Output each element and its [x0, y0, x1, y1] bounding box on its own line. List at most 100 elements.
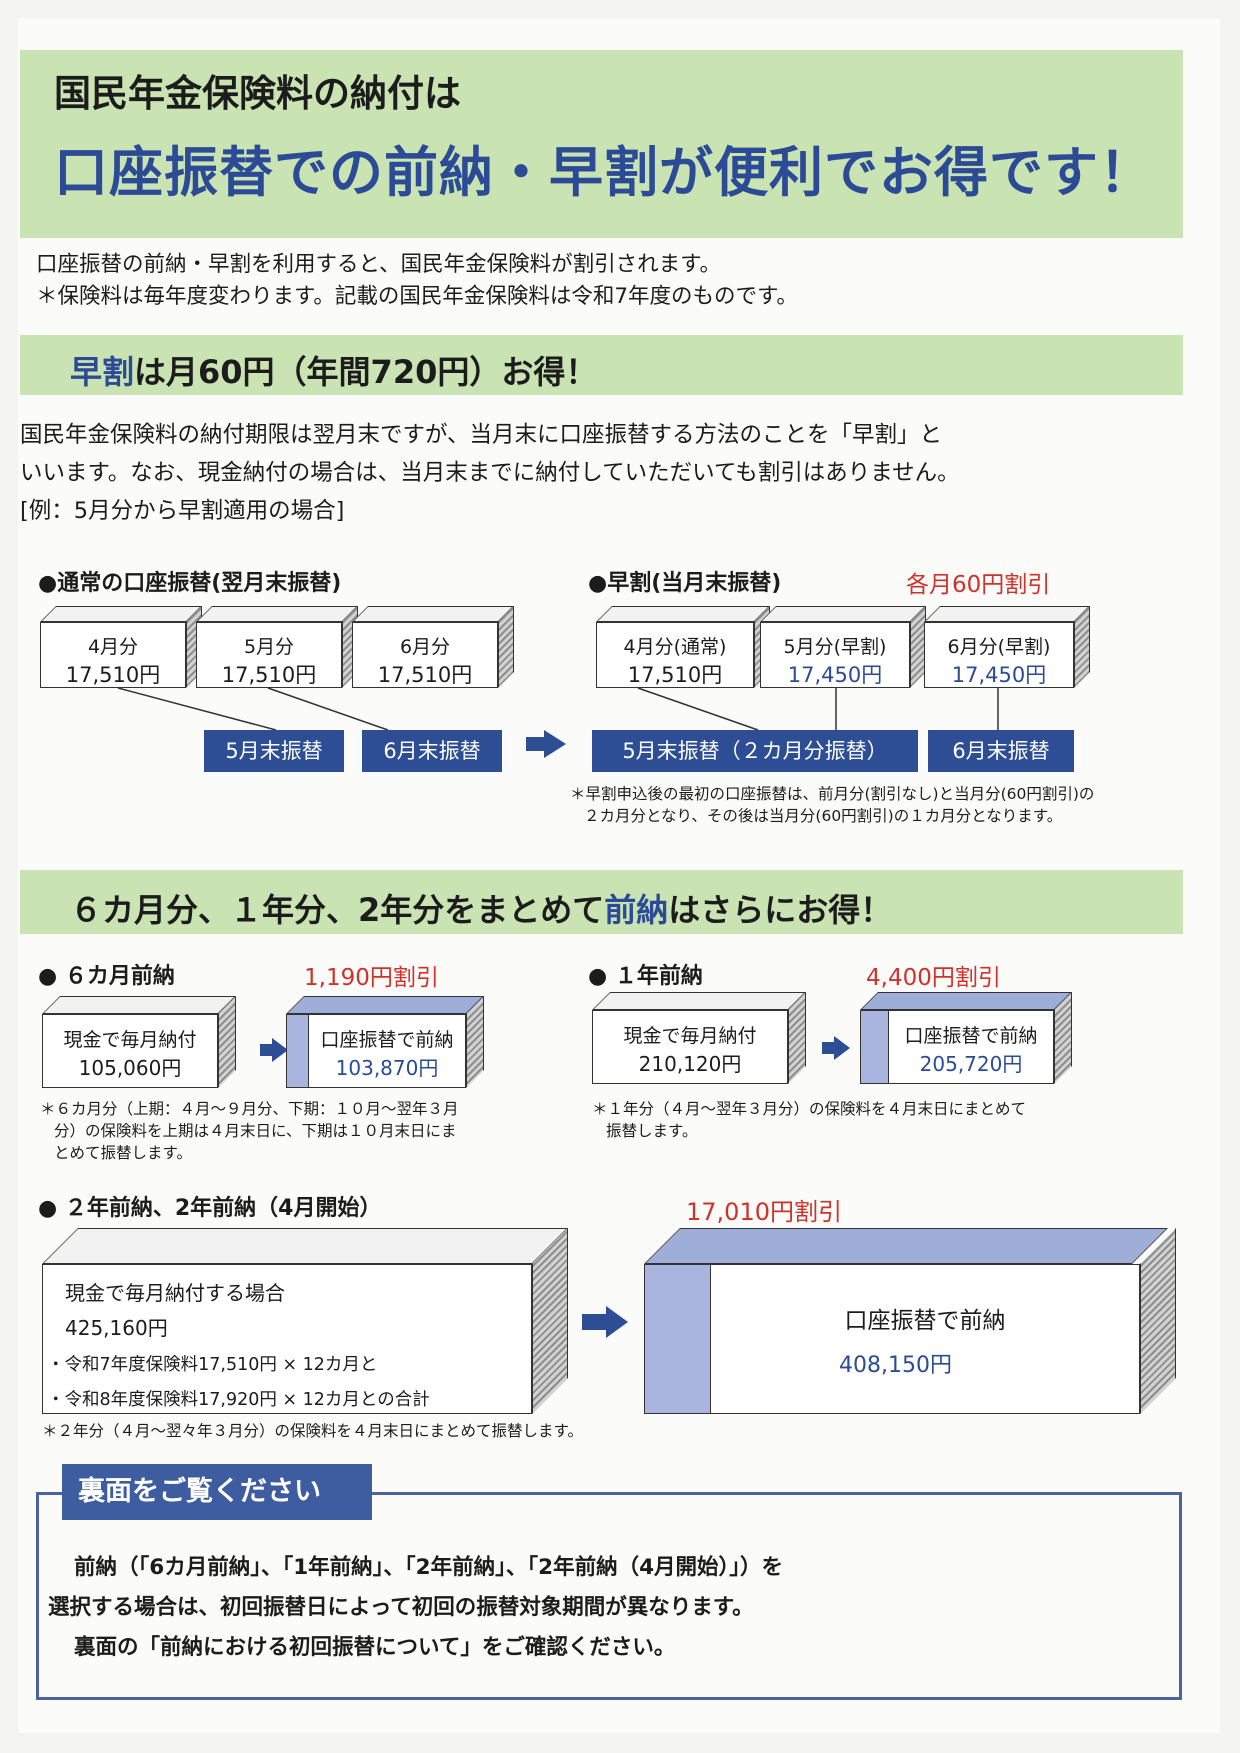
- hayawari-desc-line1: 国民年金保険料の納付期限は翌月末ですが、当月末に口座振替する方法のことを「早割」…: [20, 422, 943, 448]
- one-year-discount: 4,400円割引: [866, 965, 1001, 991]
- one-year-arrow-shaft: [822, 1042, 834, 1054]
- early-transfer-jun: 6月末振替: [928, 730, 1074, 772]
- two-year-arrow-shaft: [582, 1314, 606, 1330]
- normal-may-connector: [267, 687, 389, 731]
- early-apr-name: 4月分(通常): [623, 636, 727, 658]
- two-year-label: ● ２年前納、2年前納（4月開始）: [38, 1196, 382, 1221]
- six-month-transfer-box: 口座振替で前納 103,870円: [308, 1014, 466, 1088]
- six-month-cash-label: 現金で毎月納付: [63, 1029, 197, 1051]
- normal-jun-name: 6月分: [399, 636, 451, 658]
- early-apr-top: [596, 606, 770, 622]
- one-year-transfer-amount: 205,720円: [919, 1052, 1023, 1076]
- one-year-transfer-label: 口座振替で前納: [904, 1025, 1038, 1047]
- six-month-cash-top: [42, 996, 236, 1014]
- early-apr-connector: [637, 687, 759, 731]
- intro-line2: ＊保険料は毎年度変わります。記載の国民年金保険料は令和7年度のものです。: [36, 284, 798, 309]
- hayawari-heading-rest: は月60円（年間720円）お得！: [134, 353, 598, 391]
- normal-apr-name: 4月分: [87, 636, 139, 658]
- one-year-note-line2: 振替します。: [606, 1122, 698, 1140]
- hayawari-heading-bar: [20, 335, 1183, 395]
- normal-apr-amount: 17,510円: [65, 663, 161, 687]
- six-month-note-line2: 分）の保険料を上期は４月末日に、下期は１０月末日にま: [54, 1122, 457, 1140]
- back-notice-frame: [36, 1492, 1182, 1700]
- two-year-cash-side: [532, 1228, 568, 1414]
- two-year-discount: 17,010円割引: [686, 1198, 842, 1226]
- early-apr-amount: 17,510円: [627, 663, 723, 687]
- early-note-line1: ＊早割申込後の最初の口座振替は、前月分(割引なし)と当月分(60円割引)の: [570, 785, 1095, 803]
- back-notice-line1: 前納（「6カ月前納」、「1年前納」、「2年前納」、「2年前納（4月開始）」）を: [74, 1555, 784, 1580]
- hayawari-description: 国民年金保険料の納付期限は翌月末ですが、当月末に口座振替する方法のことを「早割」…: [20, 416, 960, 530]
- normal-may-name: 5月分: [243, 636, 295, 658]
- hayawari-heading: 早割は月60円（年間720円）お得！: [70, 347, 597, 393]
- hayawari-desc-line2: いいます。なお、現金納付の場合は、当月末までに納付していただいても割引はありませ…: [20, 460, 960, 486]
- one-year-transfer-box: 口座振替で前納 205,720円: [888, 1010, 1054, 1084]
- two-year-arrow-head: [606, 1306, 628, 1338]
- early-jun-name: 6月分(早割): [947, 636, 1051, 658]
- intro-text: 口座振替の前納・早割を利用すると、国民年金保険料が割引されます。 ＊保険料は毎年…: [36, 249, 798, 313]
- two-year-transfer-box: 口座振替で前納 408,150円: [710, 1264, 1140, 1414]
- intro-line1: 口座振替の前納・早割を利用すると、国民年金保険料が割引されます。: [36, 252, 721, 277]
- normal-jun-box: 6月分 17,510円: [352, 622, 498, 688]
- one-year-transfer-face: [860, 1010, 888, 1084]
- header-title-line2: 口座振替での前納・早割が便利でお得です！: [54, 141, 1154, 204]
- header-title-line1: 国民年金保険料の納付は: [54, 72, 461, 115]
- normal-transfer-jun: 6月末振替: [362, 730, 502, 772]
- six-month-label: ● ６カ月前納: [38, 964, 175, 989]
- back-notice-tab: 裏面をご覧ください: [62, 1464, 372, 1520]
- early-may-box: 5月分(早割) 17,450円: [760, 622, 910, 688]
- normal-may-box: 5月分 17,510円: [196, 622, 342, 688]
- back-notice-line2: 選択する場合は、初回振替日によって初回の振替対象期間が異なります。: [48, 1595, 754, 1620]
- one-year-cash-label: 現金で毎月納付: [623, 1025, 757, 1047]
- two-year-cash-box: 現金で毎月納付する場合 425,160円 ・令和7年度保険料17,510円 × …: [42, 1264, 532, 1414]
- one-year-transfer-top: [860, 992, 1072, 1010]
- two-year-transfer-label: 口座振替で前納: [844, 1308, 1006, 1334]
- six-month-arrow-shaft: [260, 1044, 272, 1056]
- zennou-heading-bar: [20, 870, 1183, 934]
- two-year-transfer-amount: 408,150円: [839, 1353, 952, 1378]
- two-year-cash-label: 現金で毎月納付する場合: [65, 1281, 285, 1305]
- two-year-breakdown1: ・令和7年度保険料17,510円 × 12カ月と: [47, 1355, 378, 1375]
- six-month-note-line1: ＊６カ月分（上期：４月～９月分、下期：１０月～翌年３月: [40, 1100, 459, 1118]
- early-transfer-label: ●早割(当月末振替): [588, 571, 782, 596]
- six-month-note-line3: とめて振替します。: [54, 1144, 192, 1162]
- normal-apr-connector: [117, 687, 277, 731]
- one-year-arrow-head: [834, 1036, 850, 1060]
- one-year-note: ＊１年分（４月～翌年３月分）の保険料を４月末日にまとめて 振替します。: [592, 1098, 1026, 1142]
- zennou-heading: ６カ月分、１年分、2年分をまとめて前納はさらにお得！: [70, 885, 892, 931]
- early-note-line2: ２カ月分となり、その後は当月分(60円割引)の１カ月分となります。: [584, 807, 1063, 825]
- early-jun-box: 6月分(早割) 17,450円: [924, 622, 1074, 688]
- two-year-transfer-face: [644, 1264, 710, 1414]
- zennou-heading-accent: 前納: [604, 891, 669, 929]
- six-month-transfer-top: [286, 996, 484, 1014]
- early-transfer-may: 5月末振替（２カ月分振替）: [592, 730, 918, 772]
- normal-transfer-may: 5月末振替: [204, 730, 344, 772]
- normal-apr-box: 4月分 17,510円: [40, 622, 186, 688]
- two-year-cash-amount: 425,160円: [65, 1316, 168, 1340]
- six-month-transfer-label: 口座振替で前納: [320, 1029, 454, 1051]
- one-year-note-line1: ＊１年分（４月～翌年３月分）の保険料を４月末日にまとめて: [592, 1100, 1027, 1118]
- six-month-cash-box: 現金で毎月納付 105,060円: [42, 1014, 218, 1088]
- hayawari-example: [例：5月分から早割適用の場合]: [20, 498, 345, 524]
- six-month-cash-amount: 105,060円: [78, 1056, 182, 1080]
- normal-may-amount: 17,510円: [221, 663, 317, 687]
- one-year-cash-amount: 210,120円: [638, 1052, 742, 1076]
- flyer-page: 国民年金保険料の納付は 口座振替での前納・早割が便利でお得です！ 口座振替の前納…: [18, 18, 1220, 1733]
- big-arrow-shaft: [526, 737, 544, 751]
- back-notice-line3: 裏面の「前納における初回振替について」をご確認ください。: [74, 1635, 676, 1660]
- back-notice-text: 前納（「6カ月前納」、「1年前納」、「2年前納」、「2年前納（4月開始）」）を …: [48, 1548, 783, 1668]
- normal-jun-amount: 17,510円: [377, 663, 473, 687]
- two-year-note: ＊２年分（４月～翌々年３月分）の保険料を４月末日にまとめて振替します。: [42, 1422, 583, 1440]
- two-year-cash-top: [42, 1228, 568, 1264]
- zennou-heading-pre: ６カ月分、１年分、2年分をまとめて: [70, 891, 605, 929]
- hayawari-heading-accent: 早割: [70, 353, 135, 391]
- six-month-transfer-face: [286, 1014, 308, 1088]
- one-year-label: ● １年前納: [588, 964, 703, 989]
- normal-transfer-label: ●通常の口座振替(翌月末振替): [38, 571, 342, 596]
- two-year-transfer-side: [1140, 1228, 1176, 1414]
- one-year-cash-box: 現金で毎月納付 210,120円: [592, 1010, 788, 1084]
- one-year-cash-top: [592, 992, 806, 1010]
- early-jun-amount: 17,450円: [951, 663, 1047, 687]
- diagram-connector-lines: [117, 687, 999, 731]
- six-month-discount: 1,190円割引: [304, 965, 439, 991]
- early-jun-top: [924, 606, 1090, 622]
